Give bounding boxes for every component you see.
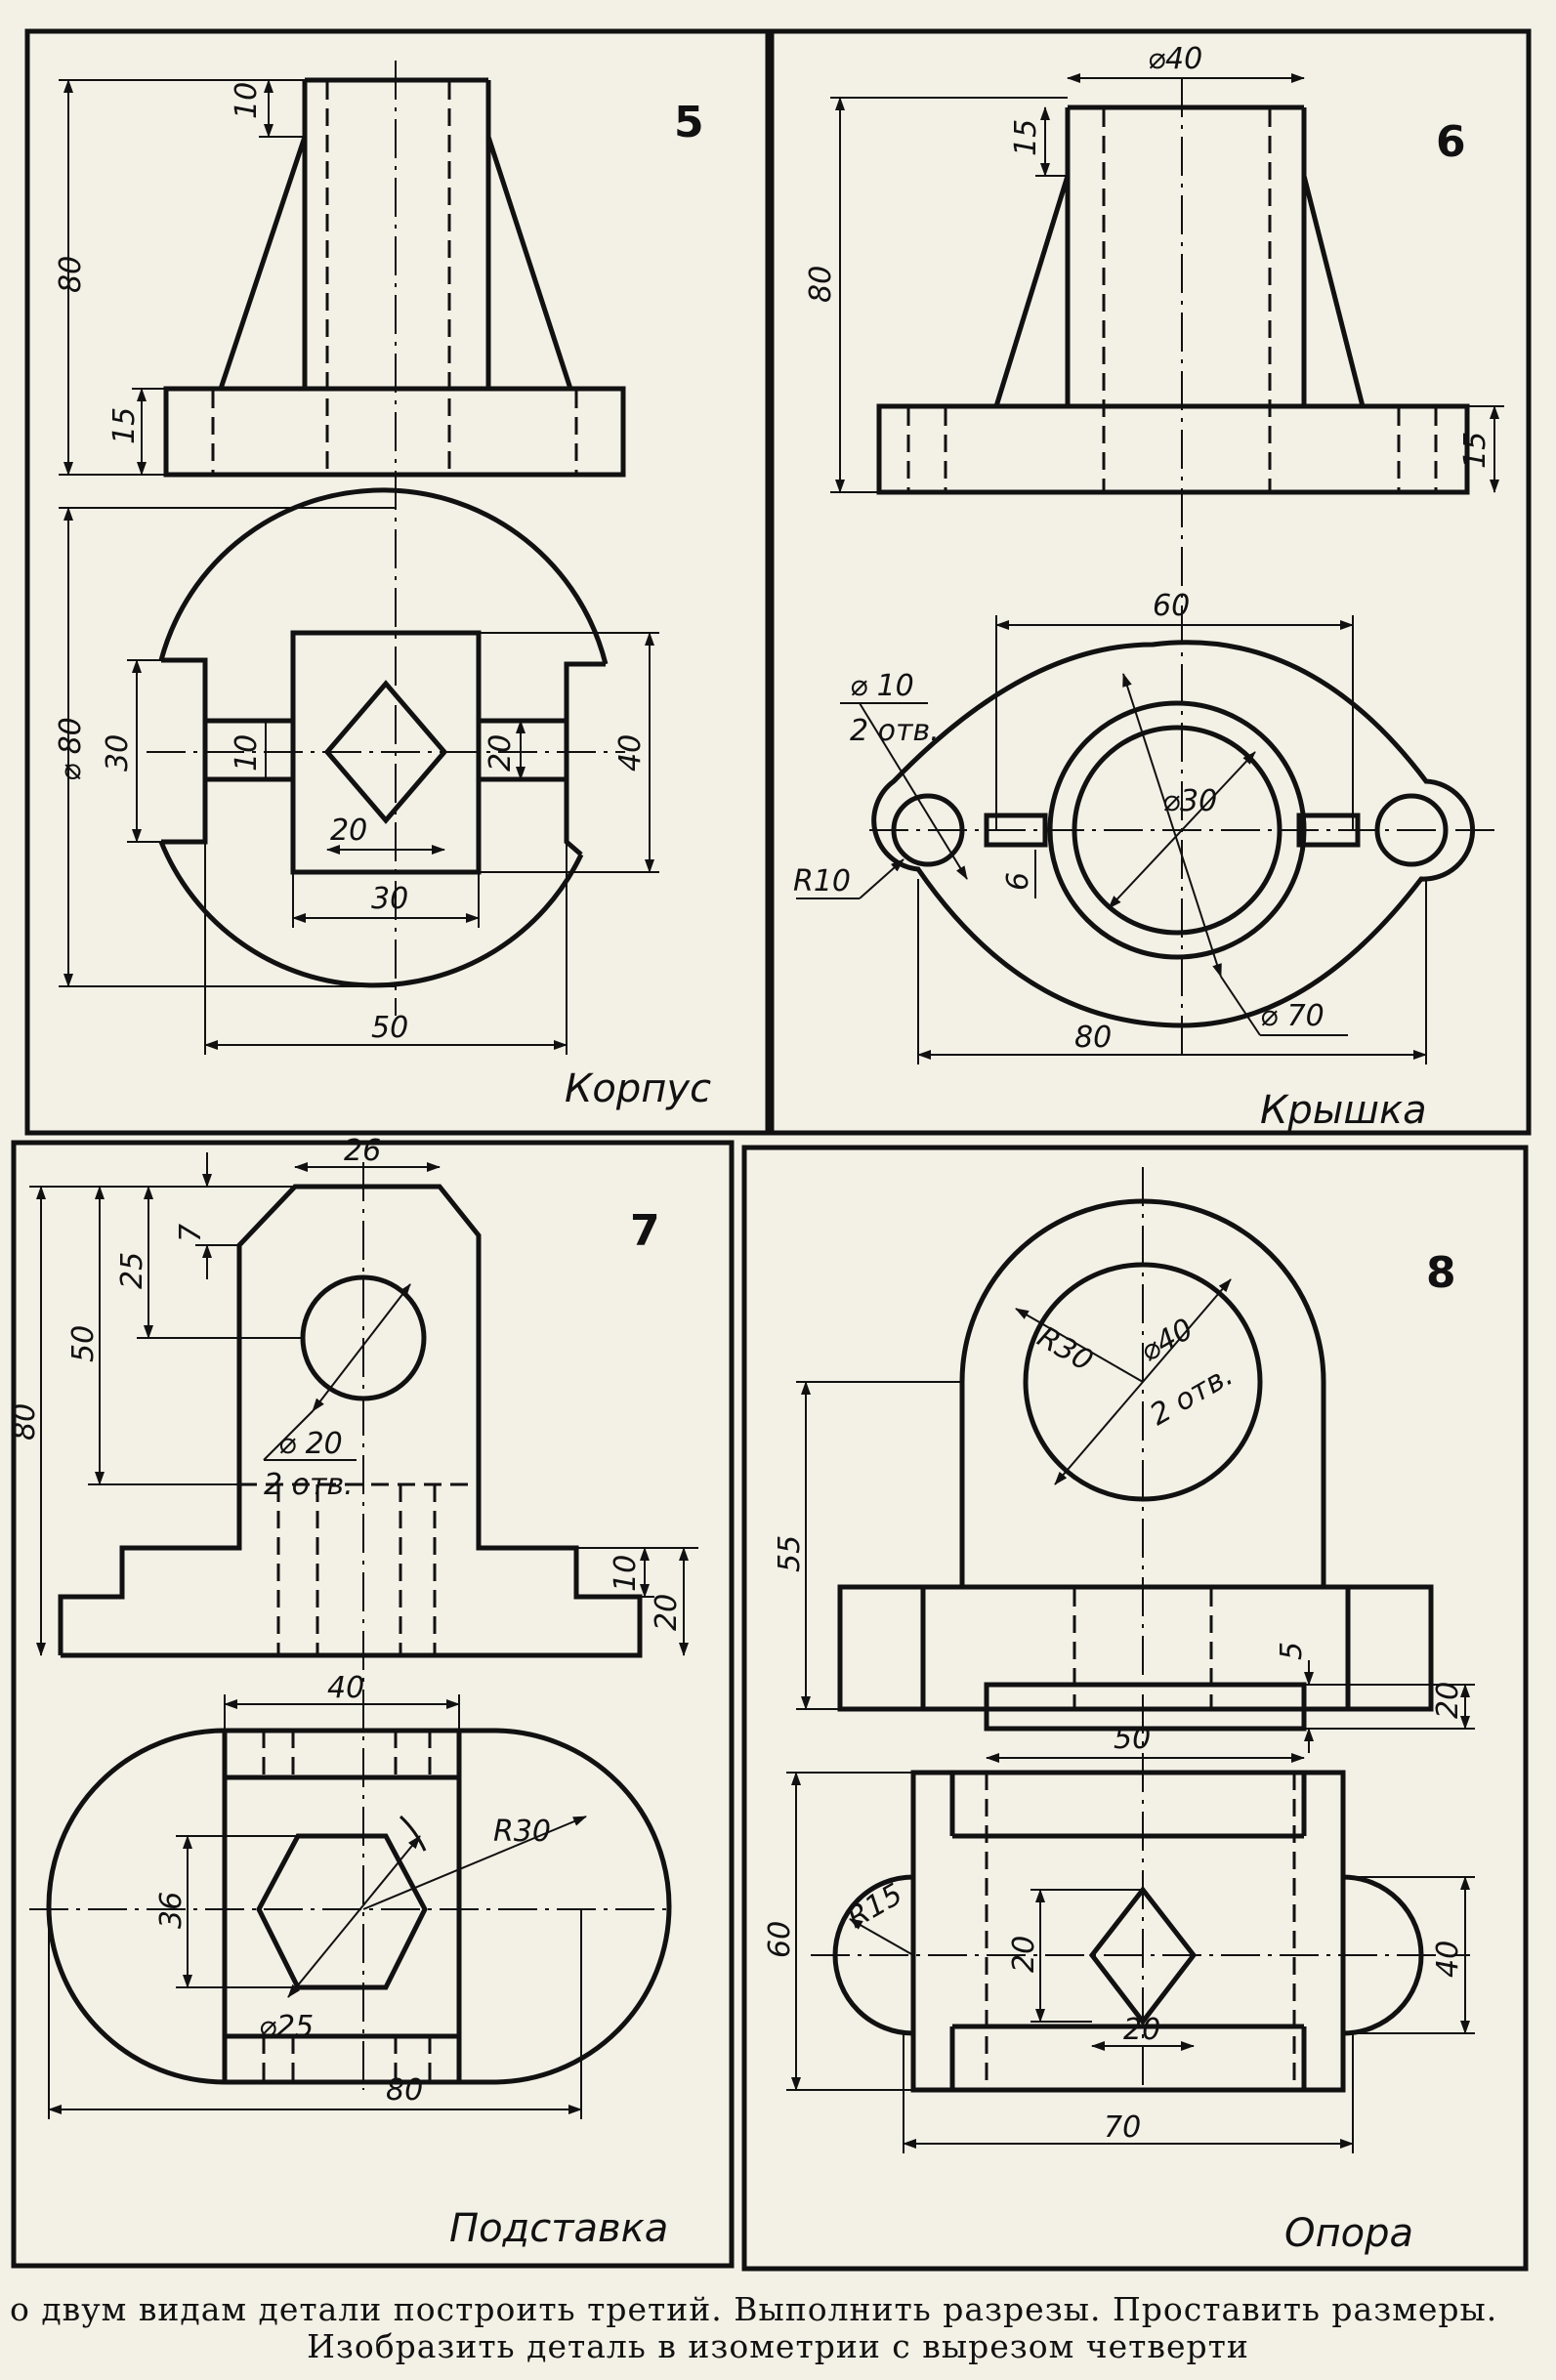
p6-dim-dia30: ⌀30 [1162,784,1217,818]
panel-8-frame [741,1145,1529,2272]
panel-5-frame [24,28,771,1136]
panel-6-front-view [876,104,1470,495]
panel-6-dimensions [796,73,1504,1065]
p8-dim-r15: R15 [842,1877,909,1936]
panel-8-dimensions [786,1278,1475,2153]
p8-dim-40: 40 [1431,1941,1465,1978]
panel-5-number: 5 [674,98,704,147]
p7-dim-7: 7 [174,1224,208,1242]
caption-line-1: о двум видам детали построить третий. Вы… [10,2290,1498,2328]
p8-dim-55: 55 [773,1535,807,1572]
panel-6-frame [769,28,1532,1136]
panel-7-top-view [46,1728,672,2085]
p7-dim-80b: 80 [386,2073,423,2108]
panel-7-top-hidden [262,1731,432,2082]
p8-dim-holes: 2 отв. [1145,1358,1240,1433]
p8-dim-20b: 20 [1123,2013,1160,2047]
p7-dim-dia25: ⌀25 [259,2010,314,2044]
panel-5-title: Корпус [565,1066,711,1111]
p8-dim-r30: R30 [1031,1320,1099,1379]
p5-dim-20b: 20 [330,814,367,848]
panel-7-dimensions [29,1152,698,2119]
p7-dim-80: 80 [8,1403,42,1441]
p5-dim-15: 15 [107,407,142,444]
p7-dim-holes: 2 отв. [264,1468,354,1502]
p5-dim-30b: 30 [371,882,408,916]
p7-dim-r30: R30 [493,1815,551,1849]
p5-dim-20a: 20 [484,734,518,772]
p7-dim-10: 10 [609,1555,643,1592]
p7-dim-36: 36 [154,1892,189,1929]
p8-dim-20: 20 [1431,1682,1465,1719]
p6-dim-6: 6 [1001,872,1035,891]
p7-dim-25: 25 [115,1252,149,1289]
p8-dim-50: 50 [1114,1722,1151,1756]
panel-6-hidden-lines [906,109,1438,490]
caption-line-2: Изобразить деталь в изометрии с вырезом … [307,2327,1249,2365]
p6-dim-15a: 15 [1009,119,1043,156]
panel-6-top-view [871,640,1476,1028]
p7-dim-50: 50 [66,1325,101,1362]
panel-6-number: 6 [1436,117,1466,167]
panel-5-dimensions [59,79,659,1055]
p5-dim-10: 10 [230,82,264,119]
p6-dim-holes: 2 отв. [850,714,940,748]
p7-dim-26: 26 [344,1134,381,1168]
p6-dim-dia40: ⌀40 [1148,42,1202,76]
panel-8-number: 8 [1426,1248,1456,1298]
p5-dim-10b: 10 [230,734,264,772]
panel-7-hidden-lines [239,1482,479,1655]
p6-dim-dia10: ⌀ 10 [850,669,914,703]
panel-7-frame [11,1140,735,2269]
panel-8-top-hidden [985,1773,1296,2090]
p8-dim-5: 5 [1275,1642,1309,1660]
p7-dim-dia20: ⌀ 20 [278,1427,343,1461]
p6-dim-80: 80 [804,266,838,303]
p6-dim-80b: 80 [1074,1021,1112,1055]
panel-8-hidden-lines [923,1585,1348,1707]
panel-6: 6 Крышка [769,28,1532,1136]
panel-8: 8 Опора [741,1145,1529,2272]
p8-dim-20a: 20 [1007,1936,1041,1973]
p6-dim-60: 60 [1153,589,1190,623]
panel-8-front-view [837,1198,1434,1732]
p5-dim-40: 40 [613,734,648,772]
p7-dim-20: 20 [650,1594,684,1631]
p5-dim-50: 50 [371,1011,408,1045]
p7-dim-40: 40 [327,1671,364,1705]
panel-7: 7 Подставка [8,1134,735,2269]
p5-dim-dia80: ⌀ 80 [54,717,88,781]
p6-dim-r10: R10 [793,864,851,898]
p5-dim-30a: 30 [101,734,135,772]
p8-dim-70: 70 [1104,2110,1141,2145]
p6-dim-15b: 15 [1458,432,1493,469]
p5-dim-80: 80 [54,256,88,293]
panel-6-title: Крышка [1260,1088,1427,1133]
panel-7-title: Подставка [449,2206,668,2251]
panel-8-title: Опора [1284,2211,1413,2256]
p8-dim-60: 60 [763,1921,797,1958]
panel-5-hidden-lines [211,82,578,473]
p6-dim-dia70: ⌀ 70 [1260,999,1325,1033]
panel-5: 5 Корпус [24,28,771,1136]
p8-dim-dia40: ⌀40 [1135,1312,1199,1368]
panel-7-number: 7 [630,1206,660,1256]
